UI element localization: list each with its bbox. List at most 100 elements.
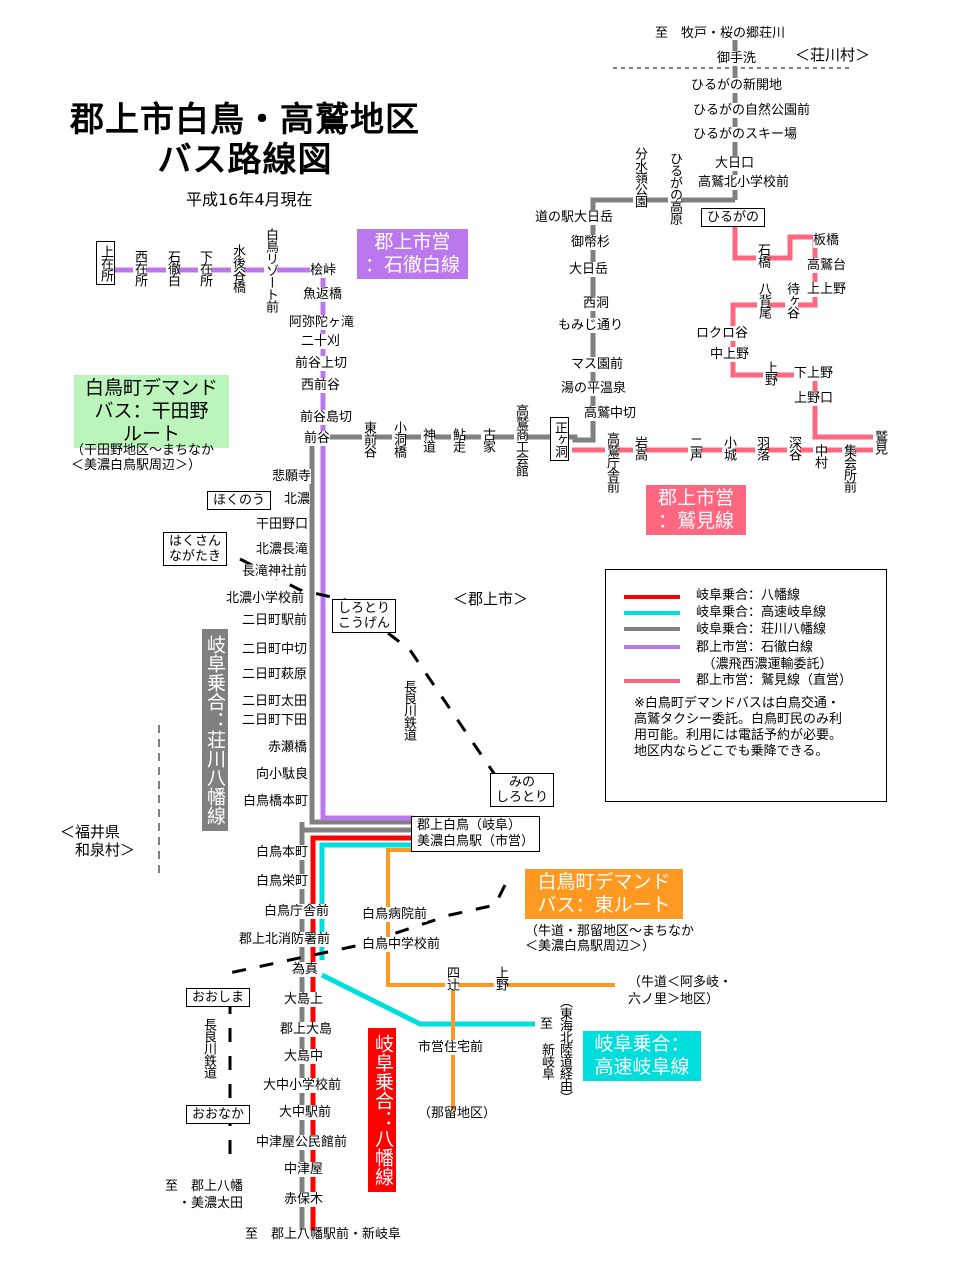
stop-bunsuirei-koen[interactable]: 分水嶺公園 bbox=[632, 147, 647, 207]
stop-maedani-kamikiri[interactable]: 前谷上切 bbox=[295, 356, 348, 371]
stop-futsukamachi-shimoda[interactable]: 二日町下田 bbox=[242, 713, 308, 728]
stop-shirotori-sakaemachi[interactable]: 白鳥栄町 bbox=[256, 874, 309, 889]
stop-nakakamino[interactable]: 中上野 bbox=[710, 347, 750, 362]
stop-kamino[interactable]: 上野 bbox=[762, 361, 777, 385]
stop-ooshima-kami[interactable]: 大島上 bbox=[284, 992, 324, 1007]
stop-kaminoguchi[interactable]: 上野口 bbox=[794, 391, 834, 406]
stop-nishi-maedani[interactable]: 西前谷 bbox=[301, 378, 341, 393]
stop-oonaka-eki[interactable]: 大中駅前 bbox=[279, 1105, 332, 1120]
stop-gujo-ooshima[interactable]: 郡上大島 bbox=[280, 1022, 333, 1037]
stop-hirugano-kogen[interactable]: ひるがの高原 bbox=[667, 152, 682, 224]
stop-mukai-kodara[interactable]: 向小駄良 bbox=[256, 767, 309, 782]
stop-machigatani[interactable]: 待ヶ谷 bbox=[784, 282, 799, 318]
stop-takasudai[interactable]: 高鷲台 bbox=[807, 258, 847, 273]
stop-dainichiguchi[interactable]: 大日口 bbox=[715, 156, 755, 171]
stop-shiei-jutaku[interactable]: 市営住宅前 bbox=[418, 1040, 484, 1055]
stop-furuie[interactable]: 古家 bbox=[480, 428, 495, 452]
kosoku-line bbox=[319, 842, 535, 1027]
stop-shimozaisho[interactable]: 下在所 bbox=[197, 250, 212, 286]
stop-ueno[interactable]: 上野 bbox=[493, 966, 508, 990]
stop-kamizaisho[interactable]: 上在所 bbox=[96, 241, 115, 285]
stop-kojiro[interactable]: 小城 bbox=[721, 436, 736, 460]
stop-akasebashi[interactable]: 赤瀬橋 bbox=[268, 740, 308, 755]
stop-michinoeki-dainichidake[interactable]: 道の駅大日岳 bbox=[535, 210, 614, 225]
stop-washimi[interactable]: 鷲見 bbox=[872, 430, 887, 454]
stop-takasu-nakagiri[interactable]: 高鷲中切 bbox=[584, 406, 637, 421]
stop-futakoe[interactable]: 二声 bbox=[687, 436, 702, 460]
rail-station-mino-shirotori[interactable]: みの しろとり bbox=[490, 773, 555, 807]
stop-nishizaisho[interactable]: 西在所 bbox=[132, 250, 147, 286]
stop-jindo[interactable]: 神道 bbox=[420, 428, 435, 452]
stop-shirotori-honmachi[interactable]: 白鳥本町 bbox=[256, 845, 309, 860]
stop-ogaeshibashi[interactable]: 魚返橋 bbox=[303, 287, 343, 302]
stop-yunohira-onsen[interactable]: 湯の平温泉 bbox=[561, 381, 627, 396]
stop-haochi[interactable]: 羽落 bbox=[754, 436, 769, 460]
stop-momiji-dori[interactable]: もみじ通り bbox=[558, 318, 624, 333]
legend-swatch-kosoku bbox=[624, 611, 680, 615]
stop-mitarai[interactable]: 御手洗 bbox=[717, 51, 757, 66]
stop-ishibashi[interactable]: 石橋 bbox=[755, 243, 770, 267]
stop-akaboki[interactable]: 赤保木 bbox=[284, 1192, 324, 1207]
stop-iwataka[interactable]: 岩高 bbox=[632, 436, 647, 460]
stop-gujo-kita-shobosho[interactable]: 郡上北消防署前 bbox=[239, 932, 331, 947]
stop-hirugano-shinkaichi[interactable]: ひるがの新開地 bbox=[691, 78, 783, 93]
stop-higashi-maedani[interactable]: 東前谷 bbox=[361, 421, 376, 457]
rail-station-ooshima[interactable]: おおしま bbox=[186, 988, 251, 1007]
stop-kamikamino[interactable]: 上上野 bbox=[807, 282, 847, 297]
stop-hokuno-shogakko[interactable]: 北濃小学校前 bbox=[226, 591, 305, 606]
stop-fukatani[interactable]: 深谷 bbox=[786, 436, 801, 460]
stop-masuen-mae[interactable]: マス園前 bbox=[571, 357, 624, 372]
stop-futsukamachi-hagiwara[interactable]: 二日町萩原 bbox=[242, 667, 308, 682]
stop-takasu-shokokaikan[interactable]: 高鷲商工会館 bbox=[513, 404, 528, 476]
stop-sendanoguchi[interactable]: 干田野口 bbox=[256, 517, 309, 532]
rail-station-oonaka[interactable]: おおなか bbox=[186, 1105, 251, 1124]
stop-maedani-shimakiri[interactable]: 前谷島切 bbox=[300, 410, 353, 425]
stop-itabashi[interactable]: 板橋 bbox=[813, 233, 840, 248]
stop-futsukamachi-nakagiri[interactable]: 二日町中切 bbox=[242, 642, 308, 657]
stop-hirugano-shizen-koen[interactable]: ひるがの自然公園前 bbox=[693, 103, 811, 118]
stop-futsukamachi-ota[interactable]: 二日町太田 bbox=[242, 694, 308, 709]
rail-station-shirotori-kougen[interactable]: しろとり こうげん bbox=[332, 599, 397, 633]
stop-hinokitoge[interactable]: 桧峠 bbox=[310, 263, 337, 278]
stop-nishibora[interactable]: 西洞 bbox=[583, 296, 610, 311]
stop-shogabora[interactable]: 正ヶ洞 bbox=[550, 417, 569, 461]
stop-shirotori-hashimoto[interactable]: 白鳥橋本町 bbox=[243, 794, 309, 809]
stop-shukaisho[interactable]: 集会所前 bbox=[841, 444, 856, 492]
stop-amidagataki[interactable]: 阿弥陀ヶ滝 bbox=[289, 315, 355, 330]
stop-kobora-bashi[interactable]: 小洞橋 bbox=[391, 421, 406, 457]
stop-ayubashiri[interactable]: 鮎走 bbox=[450, 428, 465, 452]
stop-itoshiro[interactable]: 石徹白 bbox=[165, 250, 180, 286]
stop-ooshima-naka[interactable]: 大島中 bbox=[284, 1049, 324, 1064]
rail-station-hokunou[interactable]: ほくのう bbox=[207, 491, 272, 510]
stop-nakatsuya-kominkan[interactable]: 中津屋公民館前 bbox=[256, 1135, 348, 1150]
stop-nakamura[interactable]: 中村 bbox=[812, 444, 827, 468]
stop-yasebio[interactable]: 八背尾 bbox=[756, 282, 771, 318]
stop-dainichidake[interactable]: 大日岳 bbox=[569, 262, 609, 277]
stop-shirotori-byoin[interactable]: 白鳥病院前 bbox=[362, 907, 428, 922]
stop-hirugano-box[interactable]: ひるがの bbox=[701, 208, 766, 227]
stop-takasu-chosha[interactable]: 高鷲庁舎前 bbox=[604, 432, 619, 492]
stop-takasu-kita-shogakko[interactable]: 高鷲北小学校前 bbox=[698, 175, 790, 190]
stop-mizugodani-bashi[interactable]: 水後谷橋 bbox=[230, 244, 245, 292]
stop-rokurodani[interactable]: ロクロ谷 bbox=[696, 326, 749, 341]
stop-futsukamachi-eki[interactable]: 二日町駅前 bbox=[242, 613, 308, 628]
stop-shimokamino[interactable]: 下上野 bbox=[794, 366, 834, 381]
hub-station-shirotori[interactable]: 郡上白鳥（岐阜） 美濃白鳥駅（市営） bbox=[411, 816, 541, 852]
stop-gohei-sugi[interactable]: 御幣杉 bbox=[571, 235, 611, 250]
stop-higanji[interactable]: 悲願寺 bbox=[272, 469, 312, 484]
stop-shirotori-resort[interactable]: 白鳥リゾート前 bbox=[263, 228, 278, 312]
stop-tamezane[interactable]: 為真 bbox=[292, 962, 319, 977]
stop-yotsutsuji[interactable]: 四辻 bbox=[444, 966, 459, 990]
rail-station-hakusan-nagataki[interactable]: はくさん ながたき bbox=[163, 532, 228, 566]
stop-nagataki-jinja[interactable]: 長滝神社前 bbox=[242, 564, 308, 579]
stop-nijukari[interactable]: 二十刈 bbox=[301, 334, 341, 349]
stop-hokuno[interactable]: 北濃 bbox=[284, 492, 311, 507]
stop-oonaka-shogakko[interactable]: 大中小学校前 bbox=[263, 1078, 342, 1093]
stop-maedani[interactable]: 前谷 bbox=[304, 431, 331, 446]
stop-hirugano-ski[interactable]: ひるがのスキー場 bbox=[693, 127, 798, 142]
stop-shirotori-chugakko[interactable]: 白鳥中学校前 bbox=[362, 937, 441, 952]
stop-shirotori-chosha[interactable]: 白鳥庁舎前 bbox=[264, 904, 330, 919]
stop-nakatsuya[interactable]: 中津屋 bbox=[284, 1162, 324, 1177]
stop-hokuno-nagataki[interactable]: 北濃長滝 bbox=[256, 542, 309, 557]
route-note-higashi-demand: （牛道・那留地区～まちなか ＜美濃白鳥駅周辺＞） bbox=[525, 924, 695, 954]
